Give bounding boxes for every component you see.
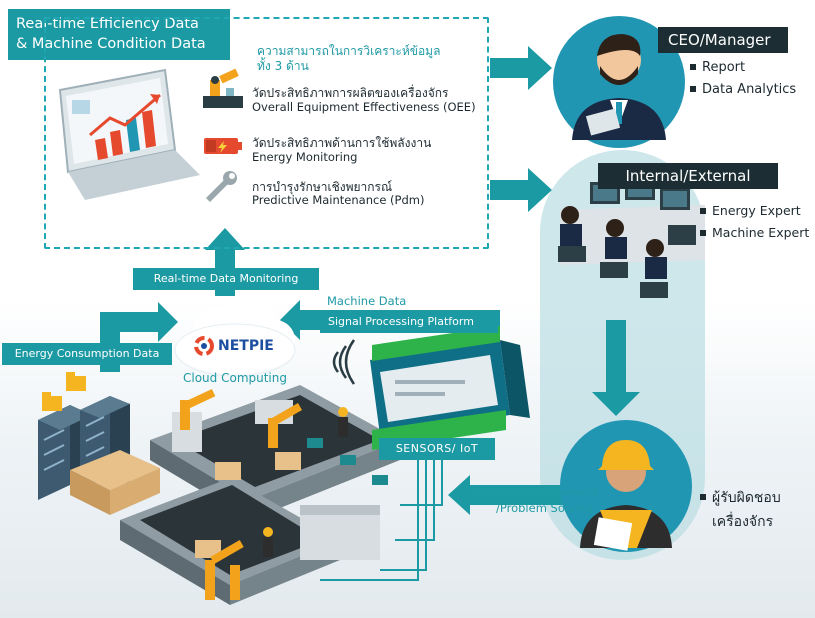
- ceo-item-report: Report: [690, 57, 796, 79]
- capability-energy-english: Energy Monitoring: [252, 150, 358, 164]
- title-line-2: & Machine Condition Data: [16, 36, 206, 52]
- signal-processing-label: Signal Processing Platform: [320, 311, 498, 333]
- machine-data-label: Machine Data: [327, 294, 407, 308]
- laptop-chart-illustration: [58, 68, 200, 200]
- cloud-computing-label: Cloud Computing: [183, 371, 287, 385]
- netpie-logo-text: NETPIE: [218, 338, 274, 354]
- ceo-manager-label: CEO/Manager: [658, 27, 788, 53]
- sensors-iot-label: SENSORS/ IoT: [379, 438, 495, 460]
- capability-pdm-thai: การบำรุงรักษาเชิงพยากรณ์: [252, 180, 393, 194]
- capability-pdm-english: Predictive Maintenance (Pdm): [252, 193, 425, 207]
- iot-device: [370, 326, 530, 450]
- arrow-to-ceo: [490, 46, 552, 90]
- realtime-monitoring-label: Real-time Data Monitoring: [133, 268, 319, 290]
- factory-conveyor-lines: [120, 385, 400, 605]
- folder-icons: [42, 372, 86, 411]
- battery-charging-icon: [204, 138, 242, 154]
- worker-illustration: [560, 420, 692, 552]
- ceo-item-data-analytics: Data Analytics: [690, 79, 796, 101]
- wrench-icon: [206, 171, 237, 202]
- capability-oee-thai: วัดประสิทธิภาพการผลิตของเครื่องจักร: [252, 86, 449, 100]
- expert-items-list: Energy Expert Machine Expert: [700, 200, 809, 244]
- control-room-illustration: [558, 178, 705, 298]
- cardboard-boxes: [70, 450, 160, 515]
- capability-heading-line-2: ทั้ง 3 ด้าน: [257, 59, 309, 73]
- netpie-logo-icon: [194, 336, 214, 356]
- ceo-items-list: Report Data Analytics: [690, 57, 796, 101]
- sensor-modules: [307, 438, 388, 485]
- analytics-box: [44, 17, 489, 249]
- capability-energy-thai: วัดประสิทธิภาพด้านการใช้พลังงาน: [252, 136, 432, 150]
- expert-item-machine: Machine Expert: [700, 222, 809, 244]
- robot-arms: [180, 389, 302, 600]
- cloud-shape: [174, 296, 296, 377]
- robot-arm-icon: [203, 68, 243, 108]
- energy-consumption-label: Energy Consumption Data: [2, 343, 172, 365]
- ceo-illustration: [553, 16, 685, 148]
- arrow-to-internal: [490, 168, 552, 212]
- wifi-signal-icon: [332, 339, 356, 385]
- process-improvement-line-2: /Problem Solving: [496, 501, 593, 515]
- responsible-label: ผู้รับผิดชอบ: [700, 485, 781, 511]
- title-line-1: Real-time Efficiency Data: [16, 16, 199, 32]
- responsible-line-2: เครื่องจักร: [712, 514, 774, 530]
- responsible-line-1: ผู้รับผิดชอบ: [700, 485, 781, 511]
- factory-workers: [263, 407, 348, 557]
- sensor-wiring-lines: [320, 460, 443, 581]
- expert-item-energy: Energy Expert: [700, 200, 809, 222]
- capability-oee-english: Overall Equipment Effectiveness (OEE): [252, 100, 476, 114]
- capability-heading-line-1: ความสามารถในการวิเคราะห์ข้อมูล: [257, 44, 441, 58]
- arrow-down-to-worker: [592, 320, 640, 416]
- process-improvement-line-1: Process Improvement: [474, 485, 599, 499]
- internal-external-label: Internal/External: [598, 163, 778, 189]
